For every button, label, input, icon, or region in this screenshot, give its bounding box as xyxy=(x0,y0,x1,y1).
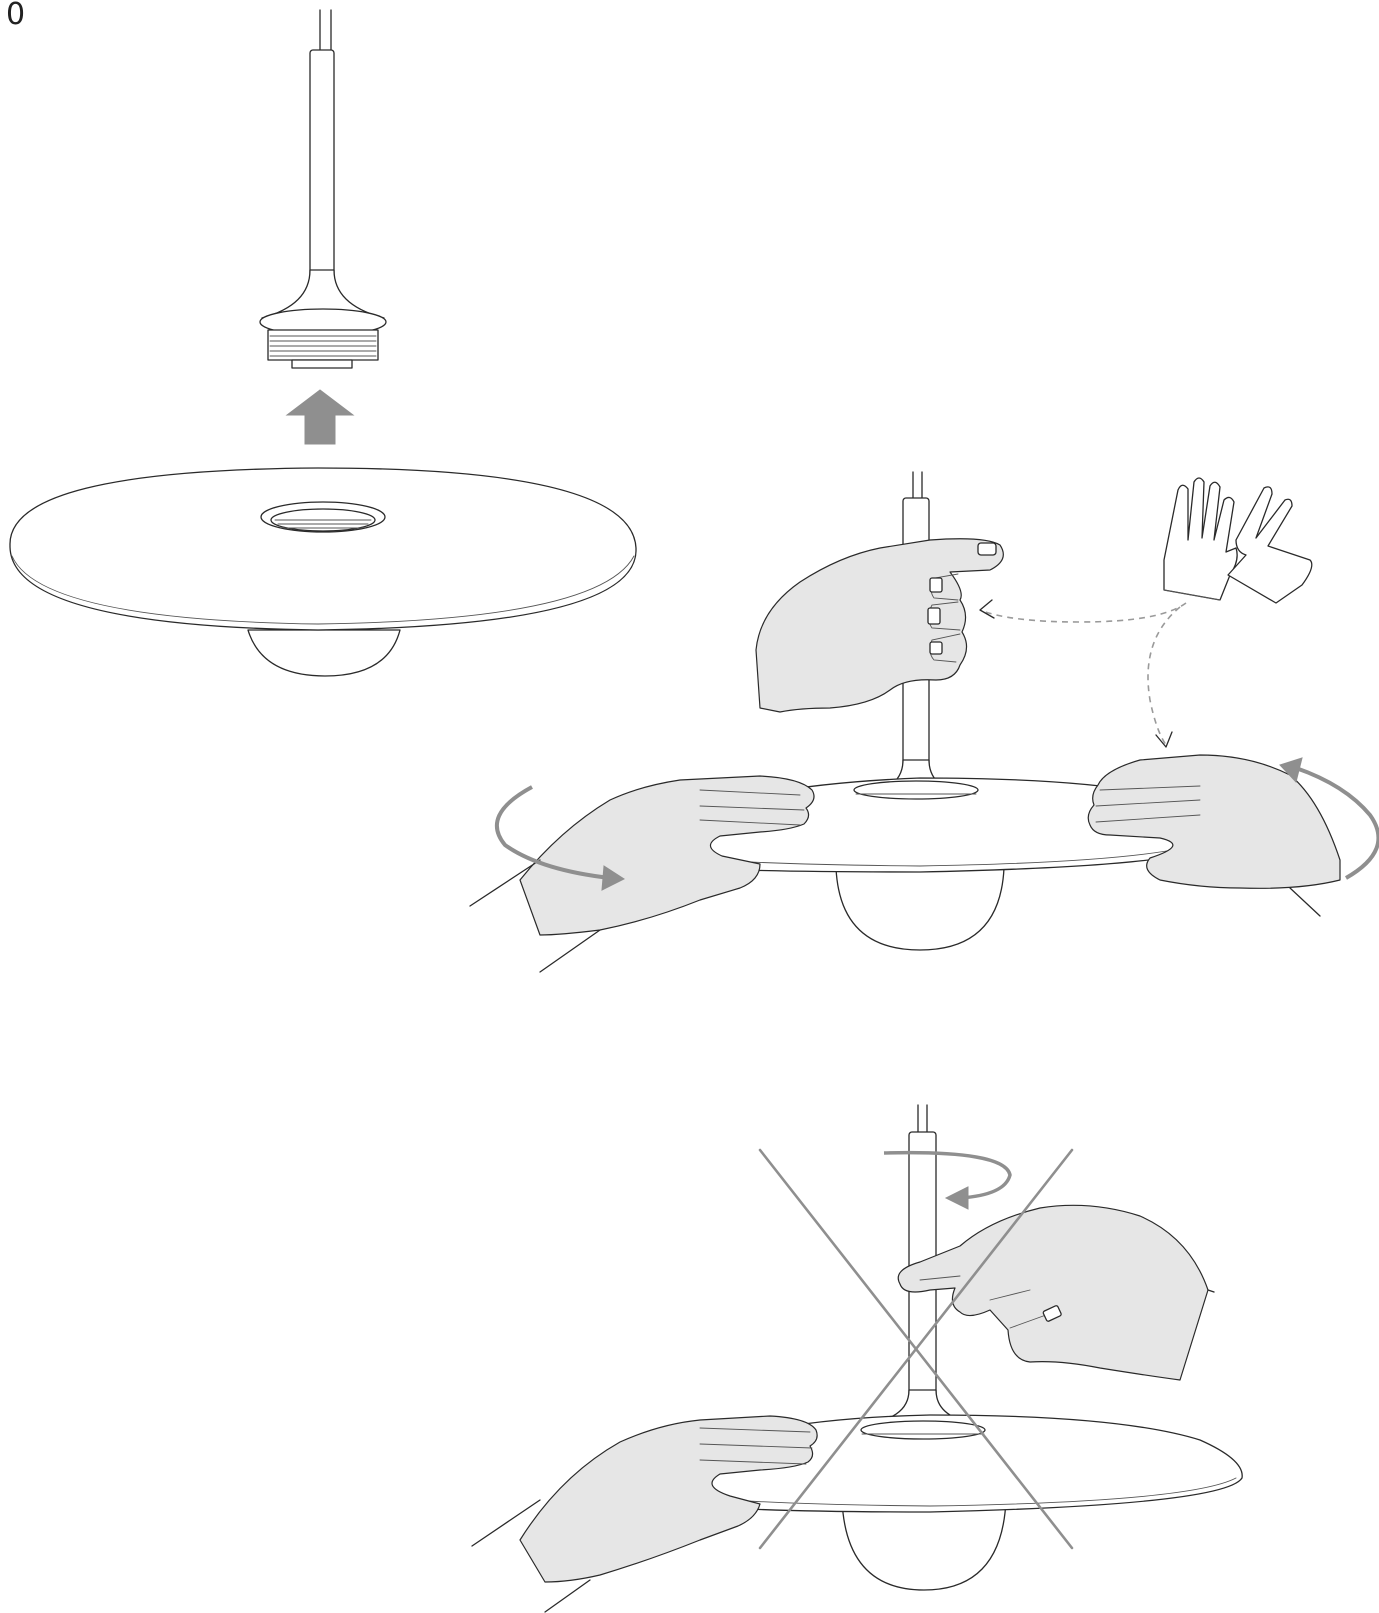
hand-left-on-shade xyxy=(472,1416,817,1612)
bulb xyxy=(842,1500,1006,1590)
hand-holding-rod xyxy=(756,539,1003,712)
up-arrow-icon xyxy=(287,390,353,444)
dashed-pointer-rod xyxy=(980,603,1186,622)
rotate-arrow-icon xyxy=(884,1153,1010,1209)
threaded-fitting xyxy=(260,309,386,368)
panel-attach-shade xyxy=(10,10,636,676)
hand-right-on-shade xyxy=(1088,755,1340,916)
dashed-pointer-shade xyxy=(1148,607,1180,745)
bulb xyxy=(248,630,400,676)
gloves-icon xyxy=(1164,478,1312,603)
bulb xyxy=(836,868,1004,950)
hand-left-on-shade xyxy=(470,776,814,972)
cable xyxy=(320,10,331,52)
shade-disc xyxy=(10,468,636,630)
pendant-rod xyxy=(262,50,384,318)
panel-tighten-wrong xyxy=(472,1105,1242,1612)
hand-twisting-rod xyxy=(898,1205,1214,1380)
